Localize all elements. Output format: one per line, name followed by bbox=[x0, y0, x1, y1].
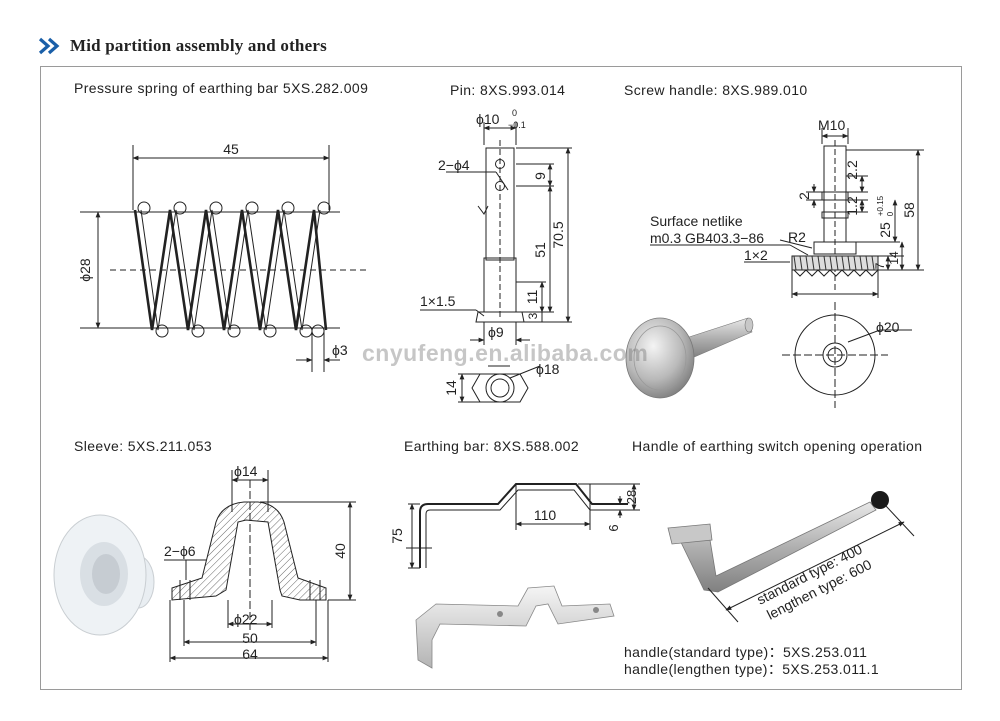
bar-dim-110: 110 bbox=[534, 507, 557, 523]
pin-dim-51: 51 bbox=[532, 242, 548, 258]
screw-dim-14: 14 bbox=[887, 251, 901, 265]
sleeve-photo bbox=[53, 514, 155, 636]
drawing-frame bbox=[40, 66, 962, 690]
earthing-bar-label: Earthing bar: 8XS.588.002 bbox=[404, 438, 580, 454]
screw-tol-lower: 0 bbox=[886, 211, 895, 216]
handle-label: Handle of earthing switch opening operat… bbox=[632, 438, 923, 454]
screw-dim-phi20: ϕ20 bbox=[876, 319, 900, 335]
spring-length-dim: 45 bbox=[223, 141, 239, 157]
section-header: Mid partition assembly and others bbox=[38, 36, 327, 56]
sleeve-holes-dim: 2−ϕ6 bbox=[164, 543, 196, 559]
pin-dim-3: 3 bbox=[526, 312, 540, 319]
spring-wire-dim: ϕ3 bbox=[332, 342, 348, 358]
sleeve-dim-phi14: ϕ14 bbox=[234, 463, 258, 479]
pin-chamfer-dim: 1×1.5 bbox=[420, 293, 456, 309]
screw-dim-2-2: 2.2 bbox=[844, 160, 860, 180]
pin-tol-upper: 0 bbox=[512, 108, 517, 118]
sleeve-label: Sleeve: 5XS.211.053 bbox=[74, 438, 213, 454]
pin-drawing bbox=[420, 122, 572, 403]
screw-handle-drawing bbox=[650, 128, 924, 408]
section-title: Mid partition assembly and others bbox=[70, 36, 327, 55]
bar-dim-75: 75 bbox=[389, 528, 405, 544]
pin-diameter-dim: ϕ10 bbox=[476, 111, 500, 127]
sleeve-dim-64: 64 bbox=[242, 646, 258, 662]
screw-handle-photo bbox=[625, 317, 754, 399]
pin-dim-11: 11 bbox=[524, 290, 540, 305]
handle-dim-lines bbox=[707, 505, 915, 623]
handle-standard-line: handle(standard type)：5XS.253.011 bbox=[624, 644, 868, 660]
pin-dim-70-5: 70.5 bbox=[550, 221, 566, 248]
screw-dim-7: 7 bbox=[873, 262, 887, 269]
screw-handle-label: Screw handle: 8XS.989.010 bbox=[624, 82, 808, 98]
pin-holes-dim: 2−ϕ4 bbox=[438, 157, 470, 173]
spring-diameter-dim: ϕ28 bbox=[77, 258, 93, 282]
handle-lengthen-line: handle(lengthen type)：5XS.253.011.1 bbox=[624, 661, 880, 677]
spring-drawing bbox=[80, 145, 370, 372]
screw-knurl-dim: 1×2 bbox=[744, 247, 768, 263]
watermark: cnyufeng.en.alibaba.com bbox=[362, 340, 649, 366]
bar-dim-6: 6 bbox=[606, 524, 621, 531]
pin-width-dim: 14 bbox=[443, 380, 459, 396]
pin-base-dim: ϕ9 bbox=[488, 324, 504, 340]
earthing-bar-drawing bbox=[406, 483, 640, 569]
spring-label: Pressure spring of earthing bar 5XS.282.… bbox=[74, 80, 369, 96]
screw-dim-25: 25 bbox=[877, 222, 893, 238]
earthing-bar-photo bbox=[415, 585, 615, 669]
pin-tol-lower: −0.1 bbox=[508, 120, 526, 130]
pin-flange-dim: ϕ18 bbox=[536, 361, 560, 377]
sleeve-drawing bbox=[164, 470, 356, 662]
screw-radius-dim: R2 bbox=[788, 229, 806, 245]
screw-dim-58: 58 bbox=[901, 202, 917, 218]
screw-m10-dim: M10 bbox=[818, 117, 845, 133]
sleeve-dim-40: 40 bbox=[332, 543, 348, 559]
screw-tol-upper: +0.15 bbox=[876, 195, 885, 216]
bar-dim-28: 28 bbox=[624, 490, 639, 504]
sleeve-dim-phi22: ϕ22 bbox=[234, 611, 258, 627]
pin-dim-9: 9 bbox=[532, 172, 548, 180]
screw-note-surface: Surface netlike bbox=[650, 213, 743, 229]
screw-dim-1-2: 1.2 bbox=[844, 196, 860, 216]
sleeve-dim-50: 50 bbox=[242, 630, 258, 646]
screw-dim-2: 2 bbox=[796, 192, 812, 200]
pin-label: Pin: 8XS.993.014 bbox=[450, 82, 566, 98]
screw-note-standard: m0.3 GB403.3−86 bbox=[650, 230, 764, 246]
double-chevron-icon bbox=[38, 37, 60, 55]
